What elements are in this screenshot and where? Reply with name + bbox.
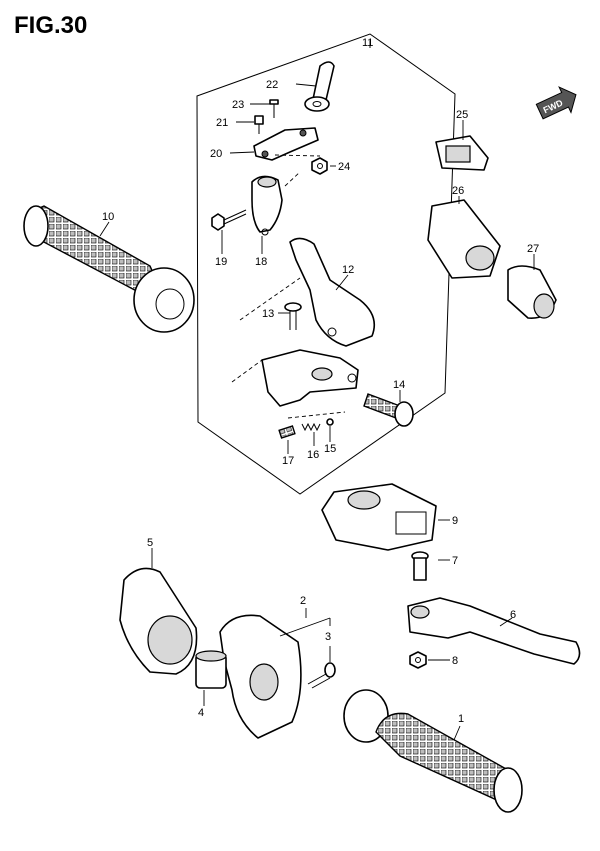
fwd-direction-badge: FWD (535, 86, 577, 120)
label-part-26: 26 (452, 185, 464, 197)
leader-lines (99, 83, 535, 741)
part-27-nut (507, 265, 557, 319)
part-9-housing (321, 483, 437, 551)
label-part-25: 25 (456, 109, 468, 121)
label-part-2: 2 (300, 595, 306, 607)
part-16-spring (301, 422, 321, 432)
part-13-bolt (284, 302, 302, 330)
part-20-bracket (253, 127, 319, 161)
part-25-boot (435, 135, 489, 171)
part-18-clamp (251, 175, 283, 236)
label-part-18: 18 (255, 256, 267, 268)
part-19-bolt (211, 209, 247, 231)
part-1-grip (343, 689, 523, 813)
part-12-lever (289, 237, 376, 347)
part-4-sleeve (195, 650, 227, 689)
perch-body (261, 349, 359, 407)
part-14-adjuster (363, 393, 414, 427)
part-7-bolt (411, 551, 429, 581)
label-part-12: 12 (342, 264, 354, 276)
part-3-screw (307, 662, 336, 689)
label-part-7: 7 (452, 555, 458, 567)
label-part-20: 20 (210, 148, 222, 160)
label-part-11: 11 (362, 37, 373, 49)
label-part-14: 14 (393, 379, 405, 391)
label-part-10: 10 (102, 211, 114, 223)
label-part-16: 16 (307, 449, 319, 461)
part-26-cover (427, 199, 501, 279)
part-10-grip (23, 205, 195, 333)
label-part-4: 4 (198, 707, 204, 719)
part-22-arm (304, 61, 335, 112)
part-15-ball (326, 418, 334, 426)
figure-title: FIG.30 (14, 12, 88, 39)
label-part-27: 27 (527, 243, 539, 255)
part-24-nut (311, 157, 328, 175)
label-part-24: 24 (338, 161, 350, 173)
label-part-13: 13 (262, 308, 274, 320)
assembly-11-outline (196, 33, 456, 495)
label-part-23: 23 (232, 99, 244, 111)
label-part-6: 6 (510, 609, 516, 621)
part-5-cover (119, 567, 198, 675)
part-17-pin (278, 425, 296, 439)
label-part-1: 1 (458, 713, 464, 725)
part-21-bolt (254, 115, 264, 134)
part-8-nut (409, 651, 427, 669)
label-part-19: 19 (215, 256, 227, 268)
label-part-15: 15 (324, 443, 336, 455)
part-6-lever (407, 597, 581, 665)
label-part-3: 3 (325, 631, 331, 643)
label-part-5: 5 (147, 537, 153, 549)
label-part-17: 17 (282, 455, 294, 467)
label-part-9: 9 (452, 515, 458, 527)
label-part-22: 22 (266, 79, 278, 91)
label-part-8: 8 (452, 655, 458, 667)
part-23-screw (269, 99, 279, 118)
label-part-21: 21 (216, 117, 228, 129)
part-2-throttle-housing (219, 614, 302, 739)
part-labels: 1 2 3 4 5 6 7 8 9 10 11 12 13 14 15 16 1… (102, 37, 539, 725)
